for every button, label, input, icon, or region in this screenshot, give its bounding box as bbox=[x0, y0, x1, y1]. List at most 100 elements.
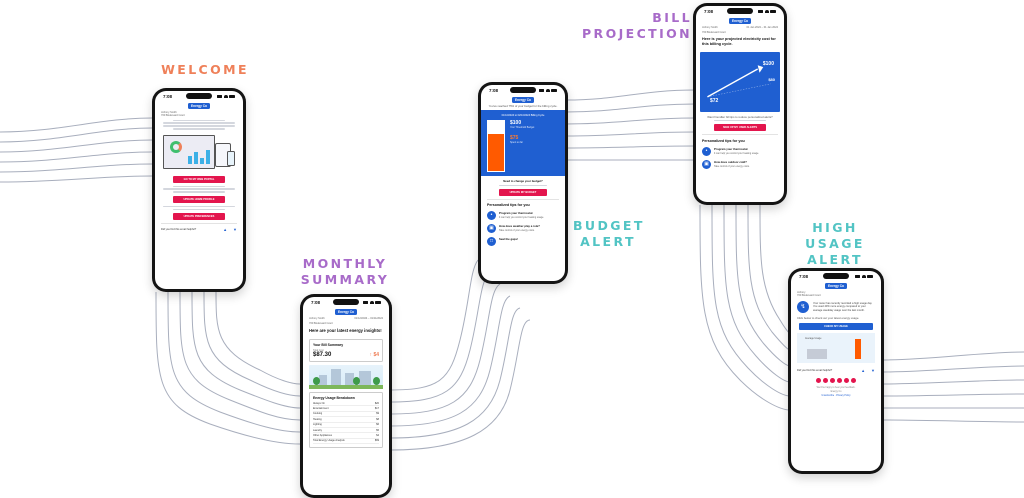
email-title: Here is your projected electricity cost … bbox=[702, 37, 776, 46]
text-line bbox=[163, 125, 235, 127]
greeting-name: Johnny Smith bbox=[309, 317, 325, 320]
wifi-icon bbox=[223, 94, 228, 98]
instagram-icon[interactable] bbox=[830, 378, 835, 383]
breakdown-row: Lighting$6 bbox=[313, 423, 379, 428]
brand-logo: Energy Co bbox=[512, 96, 534, 103]
thumbs-down-icon[interactable]: ▼ bbox=[871, 368, 875, 373]
budget-gauge-fill bbox=[488, 133, 504, 171]
phone-budget-alert-email: 7:08 Energy Co You've reached 75% of you… bbox=[478, 82, 568, 284]
brand-logo: Energy Co bbox=[188, 102, 210, 109]
greeting-name: Johnny Smith bbox=[702, 26, 718, 29]
tip-item: ▣How does outdoor cold?Take control of y… bbox=[696, 158, 784, 171]
status-bar: 7:08 bbox=[791, 271, 881, 281]
bill-change-value: $4 bbox=[373, 351, 379, 358]
breakdown-label: Lighting bbox=[313, 423, 322, 427]
bill-total-value: $87.30 bbox=[313, 351, 332, 358]
spent-value: $75 bbox=[510, 135, 519, 141]
dynamic-island bbox=[510, 87, 536, 93]
tip-title: How does weather play a role? bbox=[499, 224, 540, 229]
stage-label-budget-alert: BUDGET ALERT bbox=[573, 218, 645, 249]
billing-cycle: 01/10/2024 to 02/10/2024 Billing Cycle bbox=[501, 114, 545, 117]
footer-links[interactable]: Unsubscribe · Privacy Policy bbox=[821, 395, 851, 397]
signal-icon bbox=[363, 300, 368, 304]
signal-icon bbox=[539, 88, 544, 92]
breakdown-row: Entertainment$17 bbox=[313, 406, 379, 412]
current-cost: $72 bbox=[710, 97, 719, 104]
text-line bbox=[714, 120, 766, 122]
greeting-name: Johnny bbox=[797, 291, 806, 294]
budget-value: $100 bbox=[510, 120, 522, 126]
pinterest-icon[interactable] bbox=[851, 378, 856, 383]
status-bar: 7:08 bbox=[481, 85, 565, 95]
budget-panel: 01/10/2024 to 02/10/2024 Billing Cycle $… bbox=[481, 110, 565, 176]
dynamic-island bbox=[333, 299, 359, 305]
greeting-address: 700 Boulevard Court bbox=[309, 322, 333, 325]
tip-text: It can help you control your heating usa… bbox=[499, 216, 545, 220]
text-line bbox=[163, 205, 235, 207]
breakdown-value: $17 bbox=[374, 407, 379, 411]
signal-icon bbox=[217, 94, 222, 98]
bill-total-label: Total Cost bbox=[313, 348, 324, 352]
sign-up-alerts-button[interactable]: SIGN UP MY USER ALERTS bbox=[714, 124, 766, 132]
thumbs-up-icon[interactable]: ▲ bbox=[223, 227, 228, 233]
breakdown-title: Energy Usage Breakdown bbox=[313, 395, 355, 400]
feedback-question: Did you find this email helpful? bbox=[161, 228, 197, 232]
status-time: 7:08 bbox=[163, 93, 173, 99]
text-line bbox=[173, 191, 225, 193]
window-icon: □ bbox=[487, 237, 496, 247]
linkedin-icon[interactable] bbox=[837, 378, 842, 383]
phone-bill-projection-email: 7:08 Energy Co Johnny Smith 01 Jan 2024 … bbox=[693, 3, 787, 205]
tip-title: Seal the gaps! bbox=[499, 237, 518, 242]
tip-item: ▣How does weather play a role?Take contr… bbox=[481, 222, 565, 235]
update-preferences-button[interactable]: UPDATE PREFERENCES bbox=[173, 212, 225, 220]
projection-panel: $100 $80 $72 bbox=[700, 51, 780, 112]
breakdown-row: Total Energy Usage Analysis$69 bbox=[313, 439, 379, 444]
status-time: 7:08 bbox=[311, 299, 321, 305]
wifi-icon bbox=[764, 9, 769, 13]
twitter-icon[interactable] bbox=[823, 378, 828, 383]
greeting-name: Johnny Smith bbox=[161, 111, 177, 114]
projected-cost: $100 bbox=[762, 60, 774, 67]
breakdown-row: Always On$20 bbox=[313, 401, 379, 407]
budget-headline: You've reached 75% of your budget for th… bbox=[488, 104, 558, 108]
web-portal-button[interactable]: GO TO MY WEB PORTAL bbox=[173, 175, 225, 183]
billing-date: 01/12/2024 – 01/11/2024 bbox=[354, 317, 383, 320]
tip-text: Take control of your energy costs. bbox=[714, 165, 750, 169]
status-time: 7:08 bbox=[489, 87, 499, 93]
update-budget-button[interactable]: UPDATE MY BUDGET bbox=[498, 188, 548, 196]
thumbs-down-icon[interactable]: ▼ bbox=[233, 227, 237, 233]
bill-summary-title: Your Bill Summary bbox=[313, 343, 344, 347]
email-title: Here are your latest energy insights! bbox=[309, 328, 382, 333]
thermometer-icon: • bbox=[487, 211, 496, 221]
alert-message: Your meter has recently recorded a high … bbox=[813, 301, 873, 312]
status-time: 7:08 bbox=[799, 273, 809, 279]
breakdown-label: Always On bbox=[313, 401, 325, 405]
footer-company: Energy Co bbox=[830, 391, 842, 393]
text-line bbox=[163, 188, 235, 190]
breakdown-value: $9 bbox=[376, 412, 379, 416]
calendar-icon: ▣ bbox=[487, 224, 496, 234]
check-usage-button[interactable]: CHECK MY USAGE bbox=[799, 323, 873, 330]
breakdown-row: Heating$8 bbox=[313, 417, 379, 423]
average-usage-label: Average Usage bbox=[805, 337, 822, 340]
breakdown-value: $69 bbox=[374, 439, 379, 443]
bill-summary-card: Your Bill Summary Total Cost $87.30 ↑ $4 bbox=[309, 339, 383, 362]
tip-text: It can help you control your heating usa… bbox=[714, 152, 760, 156]
text-line bbox=[173, 208, 225, 210]
footer-feedback: We'd be happy to hear your feedback. bbox=[816, 387, 856, 389]
update-home-profile-button[interactable]: UPDATE HOME PROFILE bbox=[173, 195, 225, 203]
tips-title: Personalized tips for you bbox=[702, 139, 745, 144]
youtube-icon[interactable] bbox=[844, 378, 849, 383]
dynamic-island bbox=[186, 93, 212, 99]
tip-item: □Seal the gaps! bbox=[481, 235, 565, 248]
battery-icon bbox=[770, 9, 776, 13]
thumbs-up-icon[interactable]: ▲ bbox=[861, 368, 866, 373]
facebook-icon[interactable] bbox=[816, 378, 821, 383]
stage-label-high-usage-alert: HIGH USAGE ALERT bbox=[805, 220, 865, 267]
tip-text: Take control of your energy costs. bbox=[499, 229, 535, 233]
status-bar: 7:08 bbox=[155, 91, 243, 101]
text-line bbox=[173, 119, 225, 121]
battery-icon bbox=[229, 94, 235, 98]
